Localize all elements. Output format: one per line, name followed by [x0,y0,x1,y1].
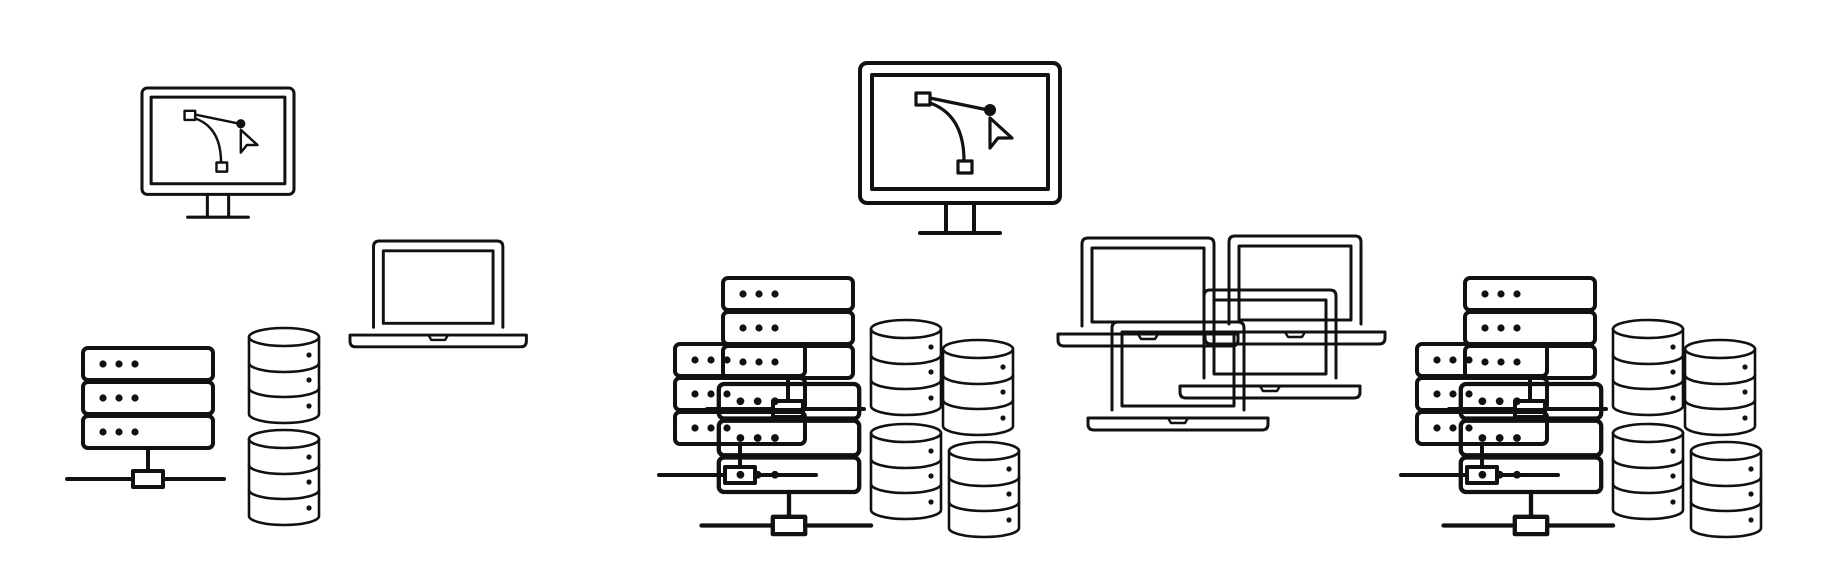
laptops-cluster-icon [1056,234,1387,432]
design-monitor-icon [858,61,1062,235]
database-icon [247,428,321,527]
laptop-icon [348,239,528,349]
middle-group [657,61,1387,539]
database-cluster-icon [1611,318,1763,539]
server-rack-icon [65,346,226,489]
right-group [1399,276,1763,539]
server-cluster-icon [1399,276,1613,534]
design-monitor-icon [140,86,296,219]
database-cluster-icon [869,318,1021,539]
left-group [65,86,528,527]
server-cluster-icon [657,276,871,534]
database-icon [247,326,321,425]
